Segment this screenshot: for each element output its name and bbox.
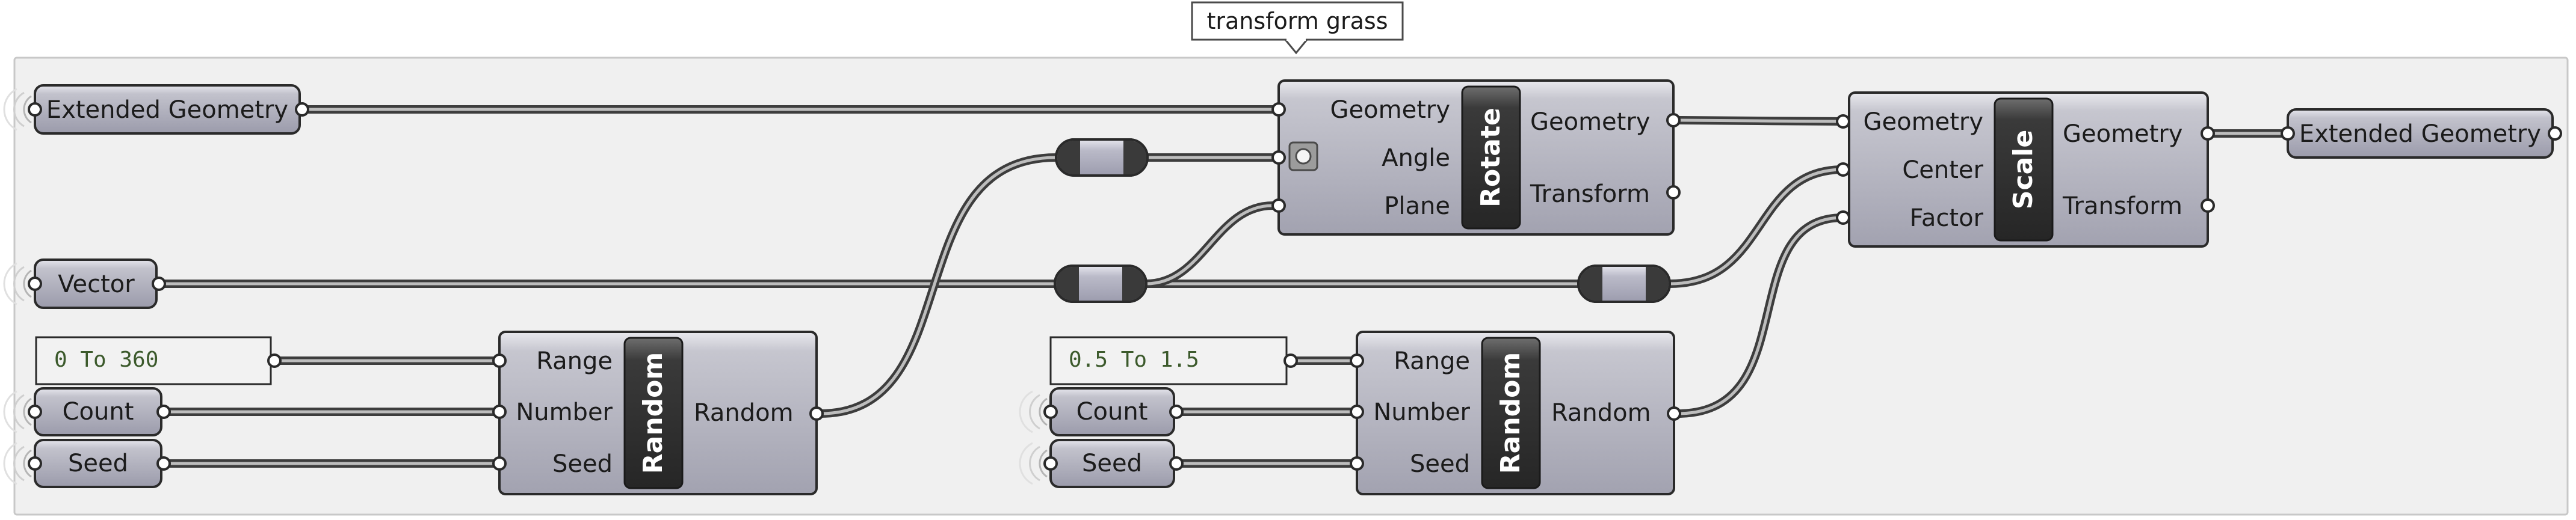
group-label[interactable]: transform grass bbox=[1191, 1, 1404, 55]
param-label: Count bbox=[1076, 398, 1148, 426]
input-grip-number[interactable] bbox=[492, 405, 507, 419]
component-name: Random bbox=[1495, 352, 1526, 474]
input-grip[interactable] bbox=[2281, 126, 2295, 141]
input-label-number: Number bbox=[516, 399, 613, 426]
output-grip[interactable] bbox=[152, 277, 166, 291]
input-label-plane: Plane bbox=[1384, 192, 1450, 220]
param-count-2[interactable]: Count bbox=[1019, 387, 1184, 436]
input-label-seed: Seed bbox=[1410, 450, 1470, 478]
input-grip-number[interactable] bbox=[1350, 405, 1364, 419]
param-label: Extended Geometry bbox=[46, 96, 288, 124]
output-grip[interactable] bbox=[2548, 126, 2562, 141]
input-grip-factor[interactable] bbox=[1836, 210, 1850, 225]
output-grip[interactable] bbox=[267, 353, 282, 368]
input-grip-range[interactable] bbox=[492, 353, 507, 368]
input-grip[interactable] bbox=[28, 456, 42, 471]
component-name: Random bbox=[638, 352, 669, 474]
param-count-1[interactable]: Count bbox=[3, 387, 171, 436]
output-grip[interactable] bbox=[295, 102, 309, 117]
output-grip[interactable] bbox=[156, 456, 171, 471]
input-grip-seed[interactable] bbox=[492, 456, 507, 471]
group-name: transform grass bbox=[1207, 8, 1388, 34]
output-label-transform: Transform bbox=[1530, 180, 1650, 208]
relay-plane[interactable] bbox=[1054, 265, 1147, 303]
panel-text: 0 To 360 bbox=[54, 347, 158, 372]
output-grip-transform[interactable] bbox=[2201, 198, 2215, 213]
input-grip[interactable] bbox=[1043, 405, 1058, 419]
input-grip-angle[interactable] bbox=[1271, 150, 1286, 165]
output-label-random: Random bbox=[1551, 399, 1651, 427]
input-label-center: Center bbox=[1902, 156, 1983, 184]
output-label-transform: Transform bbox=[2062, 192, 2182, 220]
wire-relay-to-center bbox=[1666, 165, 1847, 288]
output-label-geometry: Geometry bbox=[1530, 108, 1650, 136]
output-grip-geometry[interactable] bbox=[1666, 113, 1681, 127]
panel-text: 0.5 To 1.5 bbox=[1069, 347, 1199, 372]
output-grip[interactable] bbox=[156, 405, 171, 419]
input-label-geometry: Geometry bbox=[1864, 108, 1983, 136]
wire-random-to-factor bbox=[1673, 213, 1847, 418]
input-grip-plane[interactable] bbox=[1271, 198, 1286, 213]
param-seed-1[interactable]: Seed bbox=[3, 439, 171, 488]
param-label: Extended Geometry bbox=[2299, 120, 2541, 148]
component-scale[interactable]: Scale Geometry Center Factor Geometry Tr… bbox=[1836, 91, 2215, 248]
param-label: Seed bbox=[68, 450, 128, 477]
relay-angle[interactable] bbox=[1055, 138, 1149, 177]
input-grip[interactable] bbox=[28, 405, 42, 419]
param-label: Count bbox=[63, 398, 134, 426]
input-grip[interactable] bbox=[28, 277, 42, 291]
input-label-number: Number bbox=[1373, 399, 1470, 426]
output-grip[interactable] bbox=[1283, 353, 1298, 368]
input-grip[interactable] bbox=[1043, 456, 1058, 471]
output-grip-random[interactable] bbox=[809, 406, 824, 421]
input-grip-seed[interactable] bbox=[1350, 456, 1364, 471]
output-label-random: Random bbox=[694, 399, 794, 427]
component-rotate[interactable]: Rotate Geometry Angle Plane Geometry Tra… bbox=[1271, 79, 1681, 236]
input-grip-center[interactable] bbox=[1836, 162, 1850, 177]
wire-rotate-to-scale bbox=[1673, 116, 1846, 126]
output-grip[interactable] bbox=[1169, 405, 1184, 419]
output-label-geometry: Geometry bbox=[2063, 120, 2182, 148]
component-random-2[interactable]: Random Range Number Seed Random bbox=[1350, 331, 1681, 495]
input-label-geometry: Geometry bbox=[1330, 96, 1450, 124]
input-label-angle: Angle bbox=[1382, 144, 1450, 172]
input-label-factor: Factor bbox=[1910, 204, 1984, 232]
input-grip-geometry[interactable] bbox=[1836, 114, 1850, 129]
output-grip-transform[interactable] bbox=[1666, 185, 1681, 200]
output-grip-geometry[interactable] bbox=[2201, 126, 2215, 141]
wire-relay-to-plane bbox=[1142, 201, 1277, 288]
input-grip[interactable] bbox=[28, 102, 42, 117]
wire-random-to-relay bbox=[816, 153, 1060, 418]
output-grip-random[interactable] bbox=[1667, 406, 1681, 421]
param-label: Vector bbox=[58, 271, 135, 298]
relay-center[interactable] bbox=[1577, 265, 1671, 303]
output-grip[interactable] bbox=[1169, 456, 1184, 471]
input-grip-range[interactable] bbox=[1350, 353, 1364, 368]
input-label-seed: Seed bbox=[552, 450, 613, 478]
panel-range-1[interactable]: 0 To 360 bbox=[35, 336, 282, 385]
component-random-1[interactable]: Random Range Number Seed Random bbox=[492, 331, 824, 495]
param-extended-geometry-out[interactable]: Extended Geometry bbox=[2281, 108, 2562, 159]
wires bbox=[155, 105, 2290, 468]
input-label-range: Range bbox=[1394, 347, 1470, 375]
component-name: Scale bbox=[2008, 130, 2039, 209]
input-label-range: Range bbox=[536, 347, 613, 375]
param-label: Seed bbox=[1082, 450, 1142, 477]
toggle-icon[interactable] bbox=[1288, 141, 1318, 171]
panel-range-2[interactable]: 0.5 To 1.5 bbox=[1049, 336, 1298, 385]
param-extended-geometry-in[interactable]: Extended Geometry bbox=[3, 84, 309, 135]
component-name: Rotate bbox=[1475, 108, 1506, 207]
input-grip-geometry[interactable] bbox=[1271, 102, 1286, 117]
param-vector[interactable]: Vector bbox=[3, 258, 166, 309]
param-seed-2[interactable]: Seed bbox=[1019, 439, 1184, 488]
